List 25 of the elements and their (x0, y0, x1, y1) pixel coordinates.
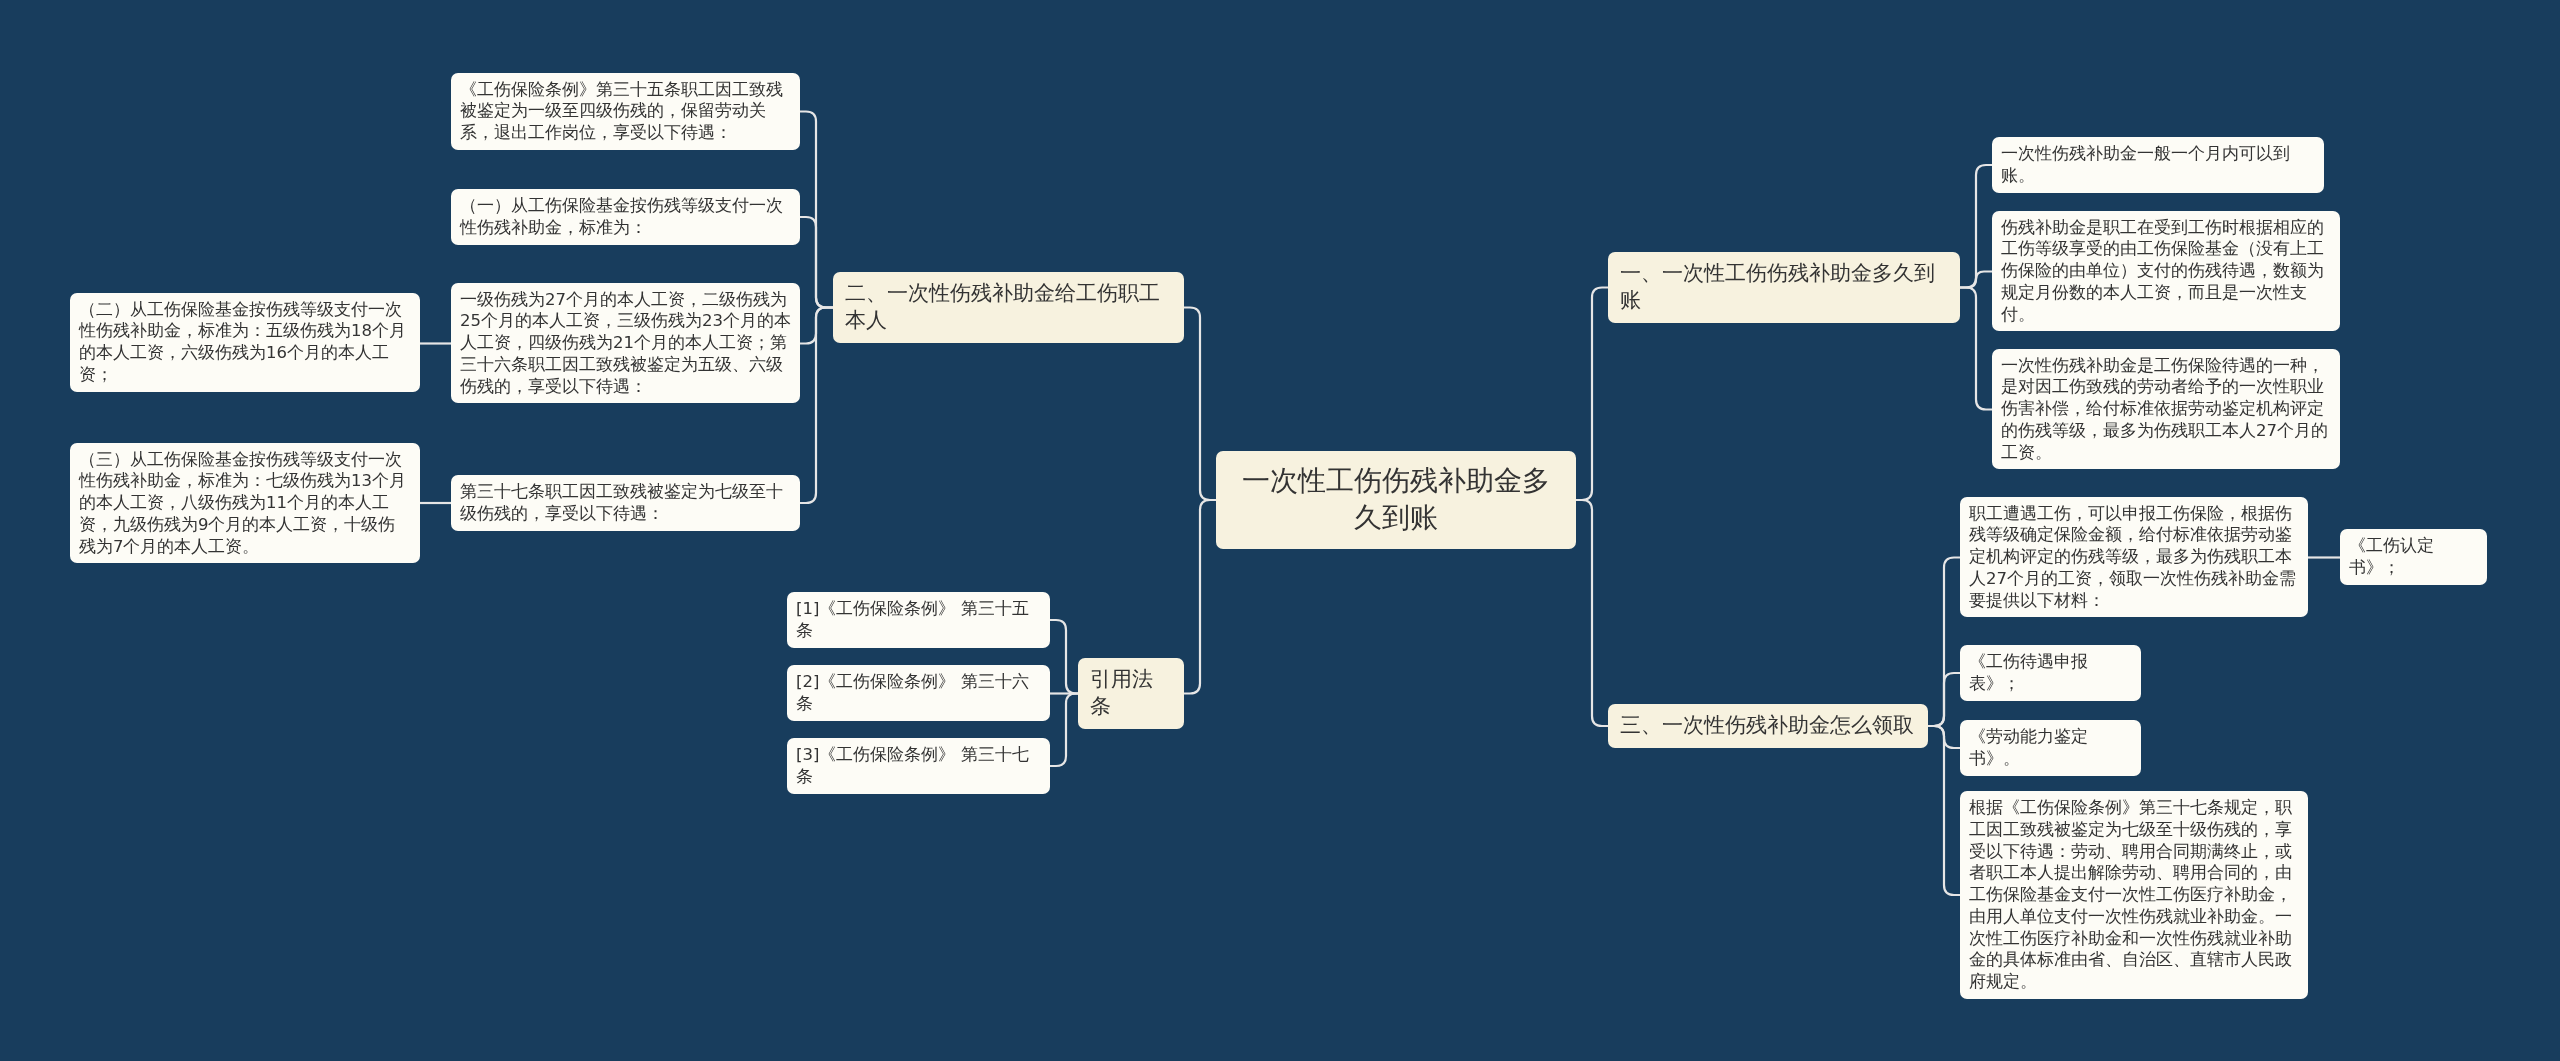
subtopic-box: （三）从工伤保险基金按伤残等级支付一次性伤残补助金，标准为：七级伤残为13个月的本人工资，八级伤残为11个月的本人工资，九级伤残为9个月的本人工资，十级伤残为7个月的本人工资。 (70, 442, 420, 564)
subtopic-box: 伤残补助金是职工在受到工伤时根据相应的工伤等级享受的由工伤保险基金（没有上工伤保险的由单位）支付的伤残待遇，数额为规定月份数的本人工资，而且是一次性支付。 (1992, 210, 2340, 332)
topic-box: 三、一次性伤残补助金怎么领取 (1608, 704, 1928, 748)
subtopic-box: 第三十七条职工因工致残被鉴定为七级至十级伤残的，享受以下待遇： (451, 475, 800, 531)
subtopic-box: 一次性伤残补助金是工伤保险待遇的一种，是对因工伤致残的劳动者给予的一次性职业伤害补偿，给付标准依据劳动鉴定机构评定的伤残等级，最多为伤残职工本人27个月的工资。 (1992, 348, 2340, 470)
subtopic-box: （一）从工伤保险基金按伤残等级支付一次性伤残补助金，标准为： (451, 189, 800, 245)
subtopic-box: 一次性伤残补助金一般一个月内可以到账。 (1992, 137, 2324, 193)
connector-line (2308, 556, 2340, 559)
topic-box: 二、一次性伤残补助金给工伤职工本人 (833, 271, 1184, 343)
subtopic-box: 《工伤认定书》； (2340, 529, 2487, 585)
central-topic-box: 一次性工伤伤残补助金多久到账 (1216, 451, 1576, 549)
subtopic-box: [3]《工伤保险条例》 第三十七条 (787, 738, 1050, 794)
subtopic-box: 《工伤保险条例》第三十五条职工因工致残被鉴定为一级至四级伤残的，保留劳动关系，退出工作岗位，享受以下待遇： (451, 72, 800, 150)
subtopic-box: 《工伤待遇申报表》； (1960, 645, 2141, 701)
topic-box: 一、一次性工伤伤残补助金多久到账 (1608, 251, 1960, 323)
connector-line (420, 501, 451, 505)
subtopic-box: [2]《工伤保险条例》 第三十六条 (787, 665, 1050, 721)
topic-box: 引用法条 (1078, 657, 1184, 729)
subtopic-box: 根据《工伤保险条例》第三十七条规定，职工因工致残被鉴定为七级至十级伤残的，享受以下待遇：劳动、聘用合同期满终止，或者职工本人提出解除劳动、聘用合同的，由工伤保险基金支付一次性工伤医疗补助金，由用人单位支付一次性伤残就业补助金。一次性工伤医疗补助金和一次性伤残就业补助金的具体标准由省、自治区、直辖市人民政府规定。 (1960, 791, 2308, 999)
subtopic-box: 一级伤残为27个月的本人工资，二级伤残为25个月的本人工资，三级伤残为23个月的本人工资，四级伤残为21个月的本人工资；第三十六条职工因工致残被鉴定为五级、六级伤残的，享受以下待遇： (451, 282, 800, 404)
subtopic-box: （二）从工伤保险基金按伤残等级支付一次性伤残补助金，标准为：五级伤残为18个月的本人工资，六级伤残为16个月的本人工资； (70, 292, 420, 392)
connector-line (420, 342, 451, 345)
subtopic-box: [1]《工伤保险条例》 第三十五条 (787, 592, 1050, 648)
subtopic-box: 《劳动能力鉴定书》。 (1960, 720, 2141, 776)
subtopic-box: 职工遭遇工伤，可以申报工伤保险，根据伤残等级确定保险金额，给付标准依据劳动鉴定机构评定的伤残等级，最多为伤残职工本人27个月的工资，领取一次性伤残补助金需要提供以下材料： (1960, 496, 2308, 618)
